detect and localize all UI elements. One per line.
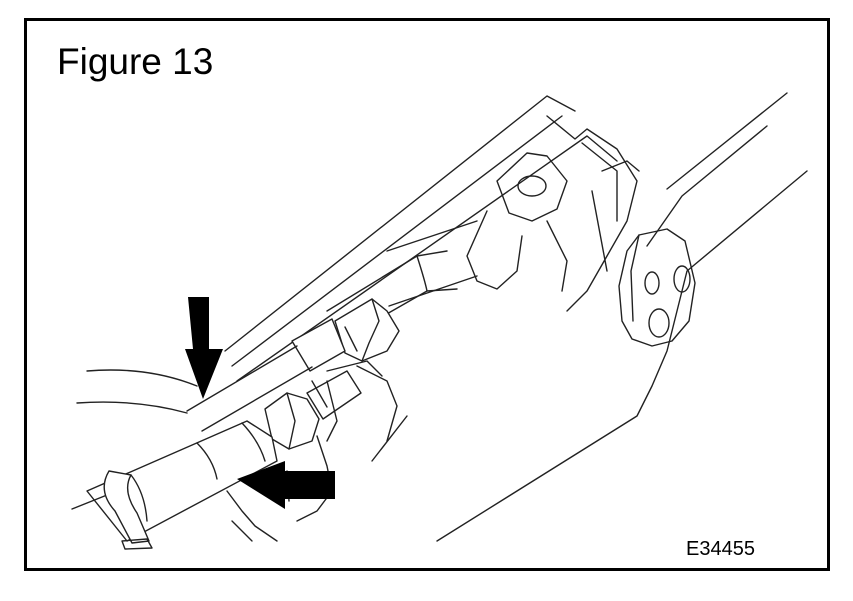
- figure-frame: Figure 13: [24, 18, 830, 571]
- arrow-down-icon: [185, 297, 223, 399]
- arrow-left-icon: [237, 461, 335, 509]
- figure-title: Figure 13: [57, 41, 214, 82]
- lower-fitting-nut: [264, 360, 383, 450]
- vehicle-body-panel: [76, 92, 808, 542]
- figure-code: E34455: [686, 538, 755, 560]
- caliper-assembly: [466, 115, 640, 312]
- hose-clip: [103, 470, 153, 550]
- upper-fitting-nut: [291, 298, 400, 372]
- upper-brake-hose: [186, 345, 313, 432]
- mounting-bracket: [618, 228, 696, 347]
- brake-line-illustration: [71, 92, 808, 550]
